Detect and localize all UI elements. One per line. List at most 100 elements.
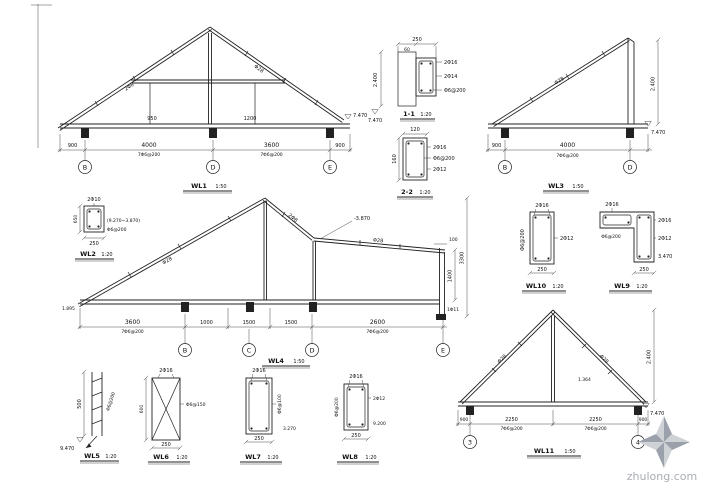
rebar-note: Φ6@200 — [444, 88, 466, 94]
view-scale: 1:20 — [105, 454, 116, 460]
dim-label: 120 — [410, 127, 420, 133]
dim-label: 250 — [351, 433, 361, 439]
rebar-note: 2Φ10 — [87, 197, 100, 203]
rebar-note: Φ6@200 — [601, 234, 621, 240]
view-wl3: 900 4000 7Φ6@200 Φ28 2.400 7.470 B D WL3… — [485, 37, 665, 194]
rebar-note: 7Φ6@200 — [584, 426, 606, 432]
axis-bubble-b: B — [178, 343, 192, 357]
svg-text:B: B — [83, 164, 87, 172]
view-title: WL5 — [84, 452, 100, 460]
rebar-note: Φ28 — [373, 238, 384, 245]
elevation-label: 7.470 — [353, 113, 367, 119]
dim-label: 4000 — [560, 142, 575, 149]
dim-label: 900 — [68, 143, 78, 149]
dimension-lines — [485, 37, 661, 161]
view-wl11: 900 2250 7Φ6@200 2250 7Φ6@200 900 Φ28 Φ2… — [455, 307, 664, 459]
rebar-note: Φ6@200 — [433, 156, 455, 162]
rebar-note: Φ28 — [162, 256, 174, 266]
dimension-lines — [57, 114, 353, 161]
rebar-note: 2Φ12 — [658, 236, 671, 242]
support-column — [436, 314, 446, 320]
member-note: 1200 — [244, 116, 257, 122]
view-wl6: 2Φ16 Φ6@150 600 250 WL6 1:20 — [139, 368, 206, 465]
dim-label: 1400 — [448, 270, 454, 283]
dim-label: 100 — [449, 237, 458, 243]
dim-label: 250 — [537, 267, 547, 273]
view-title: WL3 — [548, 182, 564, 190]
dim-label: 650 — [73, 215, 79, 224]
view-scale: 1:50 — [293, 359, 304, 365]
dim-label: 60 — [404, 47, 410, 53]
view-wl9: 2Φ16 2Φ16 2Φ12 Φ6@200 250 3.470 WL9 1:20 — [599, 202, 672, 294]
support-column — [466, 406, 474, 415]
dimension-lines — [77, 195, 470, 344]
rebar-note: 2Φ14 — [444, 74, 457, 80]
elevation-note: 1.895 — [62, 306, 75, 312]
dim-label: 2250 — [589, 417, 602, 423]
rebar-note: 7Φ6@200 — [138, 152, 160, 158]
dim-label: 250 — [89, 241, 99, 247]
rebar-note: 2Φ16 — [444, 60, 457, 66]
support-column — [209, 128, 217, 138]
dim-label: 1500 — [243, 320, 256, 326]
view-scale: 1:20 — [176, 455, 187, 461]
axis-bubble-e: E — [323, 160, 337, 174]
support-column — [246, 302, 254, 312]
view-title: WL8 — [342, 453, 358, 461]
dim-label: 4000 — [141, 142, 156, 149]
rebar-note: Φ6@200 — [107, 227, 127, 233]
view-scale: 1:20 — [419, 190, 430, 196]
view-scale: 1:20 — [420, 112, 431, 118]
view-title: 1-1 — [403, 110, 415, 118]
axis-bubble-b: B — [78, 160, 92, 174]
dim-label: 2250 — [505, 417, 518, 423]
view-scale: 1:50 — [215, 184, 226, 190]
rebar-note: Φ28 — [598, 354, 610, 365]
svg-text:3: 3 — [468, 439, 472, 447]
view-wl10: 2Φ16 2Φ12 Φ6@200 250 WL10 1:20 — [520, 203, 573, 294]
view-scale: 1:20 — [365, 455, 376, 461]
rebar-note: 2Φ16 — [349, 374, 362, 380]
view-scale: 1:20 — [267, 455, 278, 461]
rebar-note: 2Φ12 — [560, 236, 573, 242]
dim-label: 3300 — [460, 252, 466, 265]
rebar-note: Φ6@150 — [186, 402, 206, 408]
view-scale: 1:50 — [564, 449, 575, 455]
view-wl5: 500 Φ6@200 9.470 WL5 1:20 — [60, 369, 119, 464]
elevation-label: 9.200 — [373, 421, 386, 427]
view-title: WL6 — [153, 453, 169, 461]
rebar-note: 2Φ12 — [373, 396, 385, 402]
view-title: WL1 — [191, 182, 207, 190]
rebar-note: 2Φ16 — [535, 203, 548, 209]
dim-label: 900 — [335, 143, 345, 149]
rebar-note: 2Φ16 — [433, 145, 446, 151]
view-title: WL7 — [245, 453, 261, 461]
rebar-note: 2Φ8 — [287, 213, 299, 224]
rebar-note: 2Φ12 — [433, 167, 446, 173]
svg-text:E: E — [328, 164, 332, 172]
watermark-logo-icon — [638, 416, 690, 468]
rebar-note: 2Φ16 — [658, 218, 671, 224]
view-scale: 1:20 — [101, 252, 112, 258]
elevation-label: 7.470 — [368, 118, 382, 124]
axis-bubble-d: D — [206, 160, 220, 174]
range-note: (9.270~3.870) — [107, 218, 140, 224]
view-title: 2-2 — [401, 188, 413, 196]
rebar-note: 7Φ6@200 — [260, 152, 282, 158]
view-section-2-2: 120 160 2Φ16 Φ6@200 2Φ12 2-2 1:20 — [392, 127, 455, 200]
dim-label: 900 — [639, 417, 648, 423]
axis-bubble-d: D — [305, 343, 319, 357]
rebar-note: Φ6@100 — [277, 394, 283, 414]
elevation-label: 3.270 — [283, 426, 296, 432]
view-title: WL2 — [80, 250, 96, 258]
dim-label: 2.400 — [647, 350, 653, 364]
support-column — [501, 128, 509, 138]
view-wl7: 2Φ16 Φ6@100 3.270 250 WL7 1:20 — [240, 368, 296, 465]
support-column — [181, 302, 189, 312]
support-column — [309, 302, 317, 312]
svg-text:B: B — [183, 347, 187, 355]
member-note: 950 — [147, 116, 157, 122]
dim-label: 160 — [392, 154, 398, 164]
svg-text:D: D — [627, 164, 632, 172]
svg-text:E: E — [441, 347, 445, 355]
